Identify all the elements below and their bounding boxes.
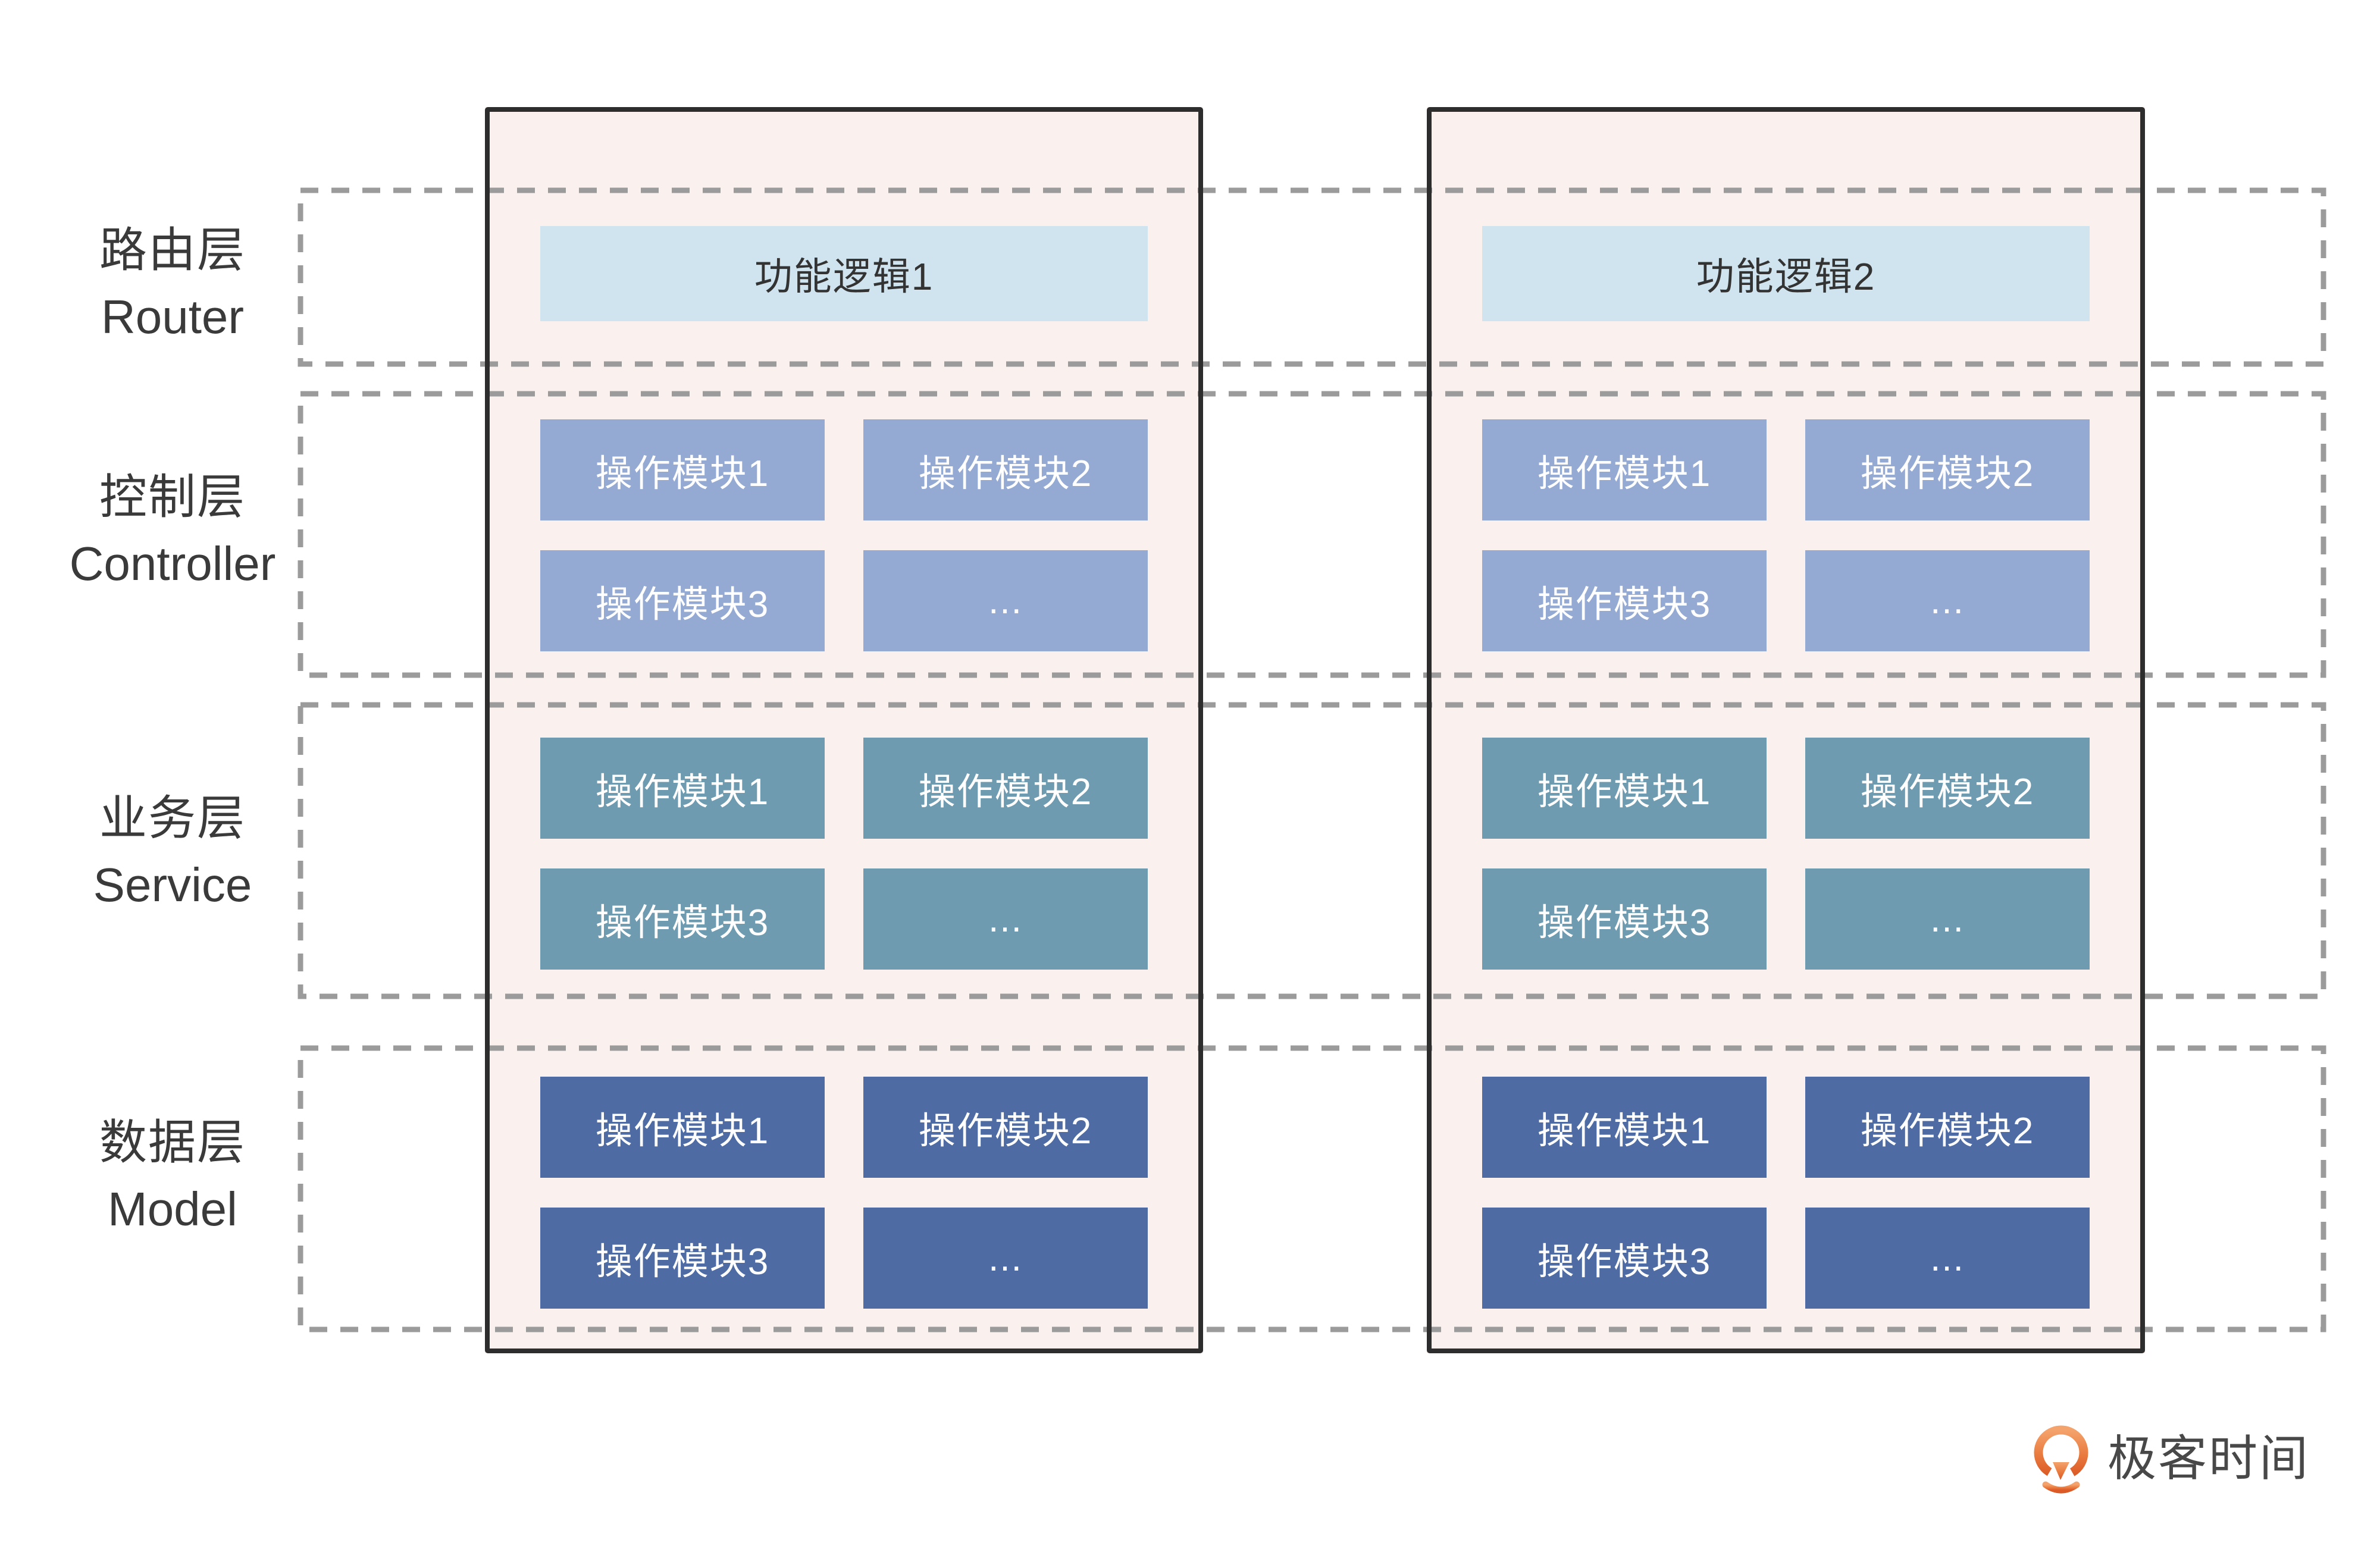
feature-2-controller-module-2: 操作模块2 (1805, 419, 2090, 520)
feature-1-controller-modules: 操作模块1 操作模块2 操作模块3 ... (540, 419, 1148, 651)
feature-2-service-module-3: 操作模块3 (1482, 868, 1767, 970)
feature-1-service-module-3: 操作模块3 (540, 868, 825, 970)
geektime-pin-icon (2034, 1425, 2088, 1494)
feature-1-controller-module-more: ... (863, 550, 1148, 651)
layer-label-controller-zh: 控制层 (99, 471, 246, 523)
feature-2-service-module-more: ... (1805, 868, 2090, 970)
feature-box-2: 功能逻辑2 操作模块1 操作模块2 操作模块3 ... 操作模块1 操作模块2 … (1427, 107, 2145, 1353)
feature-2-model-module-more: ... (1805, 1208, 2090, 1309)
logo-arrow (2053, 1462, 2069, 1480)
feature-1-service-module-2: 操作模块2 (863, 738, 1148, 839)
feature-1-service-module-more: ... (863, 868, 1148, 970)
layer-label-controller: 控制层 Controller (42, 464, 303, 597)
feature-1-model-modules: 操作模块1 操作模块2 操作模块3 ... (540, 1077, 1148, 1309)
feature-1-controller-module-3: 操作模块3 (540, 550, 825, 651)
feature-2-model-module-1: 操作模块1 (1482, 1077, 1767, 1178)
feature-1-controller-module-2: 操作模块2 (863, 419, 1148, 520)
layer-label-service-en: Service (93, 858, 252, 911)
feature-2-model-module-2: 操作模块2 (1805, 1077, 2090, 1178)
feature-1-controller-module-1: 操作模块1 (540, 419, 825, 520)
feature-1-header: 功能逻辑1 (540, 226, 1148, 321)
feature-1-service-module-1: 操作模块1 (540, 738, 825, 839)
feature-1-model-module-more: ... (863, 1208, 1148, 1309)
feature-1-model-module-3: 操作模块3 (540, 1208, 825, 1309)
layer-label-router: 路由层 Router (42, 217, 303, 350)
feature-2-service-module-2: 操作模块2 (1805, 738, 2090, 839)
geektime-logo: 极客时间 (2030, 1420, 2310, 1498)
feature-2-controller-module-more: ... (1805, 550, 2090, 651)
logo-base-arc (2042, 1481, 2080, 1494)
feature-1-service-modules: 操作模块1 操作模块2 操作模块3 ... (540, 738, 1148, 970)
feature-1-model-module-2: 操作模块2 (863, 1077, 1148, 1178)
feature-2-controller-modules: 操作模块1 操作模块2 操作模块3 ... (1482, 419, 2090, 651)
feature-2-controller-module-1: 操作模块1 (1482, 419, 1767, 520)
layer-label-router-en: Router (101, 290, 245, 343)
feature-1-model-module-1: 操作模块1 (540, 1077, 825, 1178)
feature-2-controller-module-3: 操作模块3 (1482, 550, 1767, 651)
feature-2-service-modules: 操作模块1 操作模块2 操作模块3 ... (1482, 738, 2090, 970)
layer-label-service: 业务层 Service (42, 785, 303, 918)
layer-label-model: 数据层 Model (42, 1109, 303, 1243)
feature-2-model-modules: 操作模块1 操作模块2 操作模块3 ... (1482, 1077, 2090, 1309)
layer-label-model-zh: 数据层 (99, 1116, 246, 1169)
layer-label-controller-en: Controller (69, 537, 276, 590)
feature-2-header: 功能逻辑2 (1482, 226, 2090, 321)
layer-label-service-zh: 业务层 (99, 792, 246, 845)
feature-2-service-module-1: 操作模块1 (1482, 738, 1767, 839)
layer-label-router-zh: 路由层 (99, 224, 246, 277)
logo-ring (2034, 1425, 2088, 1480)
feature-2-model-module-3: 操作模块3 (1482, 1208, 1767, 1309)
layer-label-model-en: Model (108, 1183, 237, 1235)
geektime-logo-text: 极客时间 (2107, 1432, 2310, 1486)
feature-box-1: 功能逻辑1 操作模块1 操作模块2 操作模块3 ... 操作模块1 操作模块2 … (485, 107, 1203, 1353)
